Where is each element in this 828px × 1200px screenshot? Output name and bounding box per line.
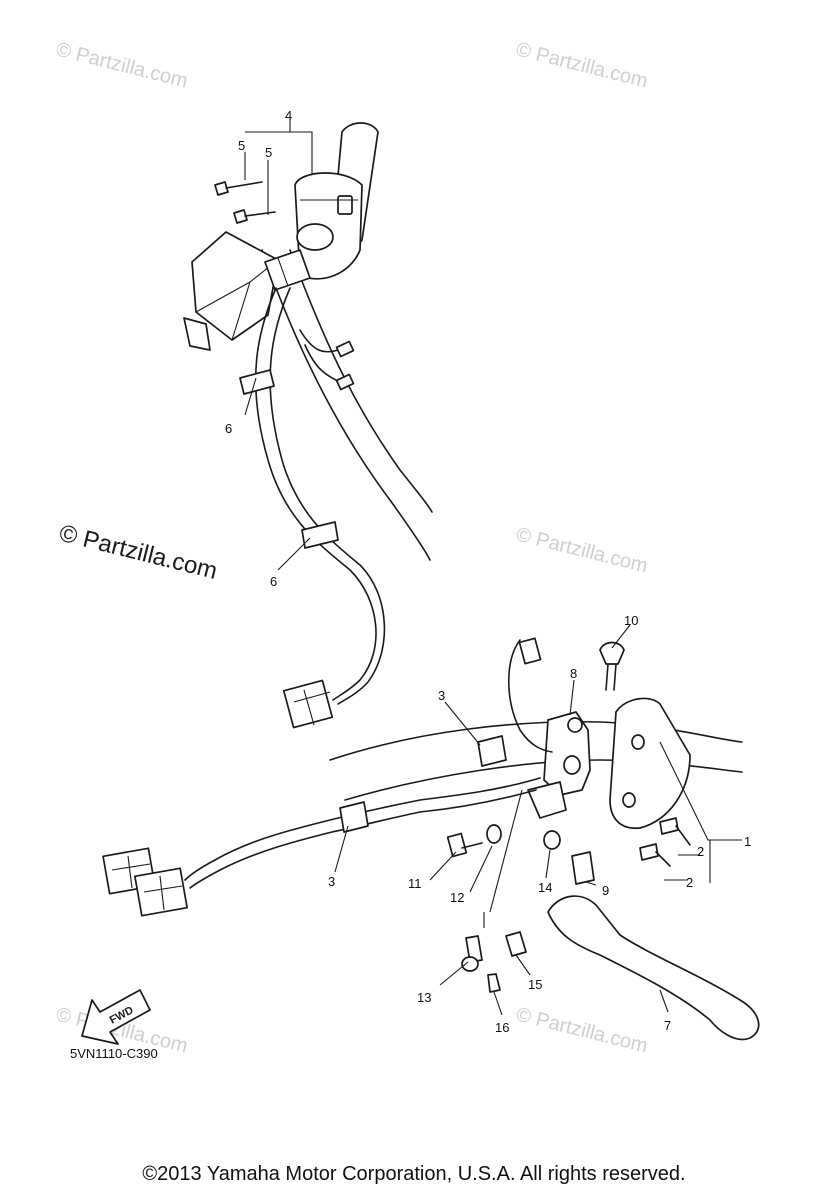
callout-12: 12 [450, 890, 464, 905]
callout-5: 5 [238, 138, 245, 153]
fwd-arrow-icon: FWD [81, 989, 151, 1045]
callout-16: 16 [495, 1020, 509, 1035]
callout-2: 2 [686, 875, 693, 890]
small-terminals [299, 329, 355, 391]
watermark-main: © Partzilla.com [57, 520, 220, 585]
copyright-notice: ©2013 Yamaha Motor Corporation, U.S.A. A… [142, 1163, 686, 1185]
clutch-lever [547, 895, 760, 1041]
callout-10: 10 [624, 613, 638, 628]
lower-connectors [102, 847, 188, 917]
callout-5: 5 [265, 145, 272, 160]
small-parts [446, 817, 691, 993]
callout-7: 7 [664, 1018, 671, 1033]
callout-9: 9 [602, 883, 609, 898]
upper-handlebar [261, 249, 433, 561]
callout-8: 8 [570, 666, 577, 681]
clutch-lever-holder [527, 711, 591, 819]
callout-15: 15 [528, 977, 542, 992]
callout-13: 13 [417, 990, 431, 1005]
callout-4: 4 [285, 108, 292, 123]
diagram-code: 5VN1110-C390 [70, 1046, 158, 1061]
callout-3: 3 [438, 688, 445, 703]
wire-clamp [239, 369, 339, 549]
callout-6: 6 [225, 421, 232, 436]
relay-box [183, 231, 279, 351]
callout-11: 11 [408, 876, 422, 891]
watermark: © Partzilla.com [514, 524, 650, 578]
callout-2: 2 [697, 844, 704, 859]
bolts [214, 181, 276, 224]
leader-lines [244, 118, 742, 1016]
upper-connector [282, 679, 334, 729]
callout-1: 1 [744, 834, 751, 849]
handlebar-switch-assembly [294, 172, 363, 280]
pivot-bolt [599, 641, 625, 691]
watermark: © Partzilla.com [514, 39, 650, 93]
left-switch-housing [609, 697, 691, 829]
switch-connector-block [264, 249, 311, 291]
watermark: © Partzilla.com [514, 1004, 650, 1058]
watermark: © Partzilla.com [54, 39, 190, 93]
callout-6: 6 [270, 574, 277, 589]
lower-wire-harness [184, 735, 541, 889]
clutch-wire [507, 637, 553, 753]
callout-3: 3 [328, 874, 335, 889]
callout-labels: 4 5 5 6 6 10 8 3 1 2 2 3 11 14 9 12 15 1… [225, 108, 751, 1035]
callout-14: 14 [538, 880, 552, 895]
